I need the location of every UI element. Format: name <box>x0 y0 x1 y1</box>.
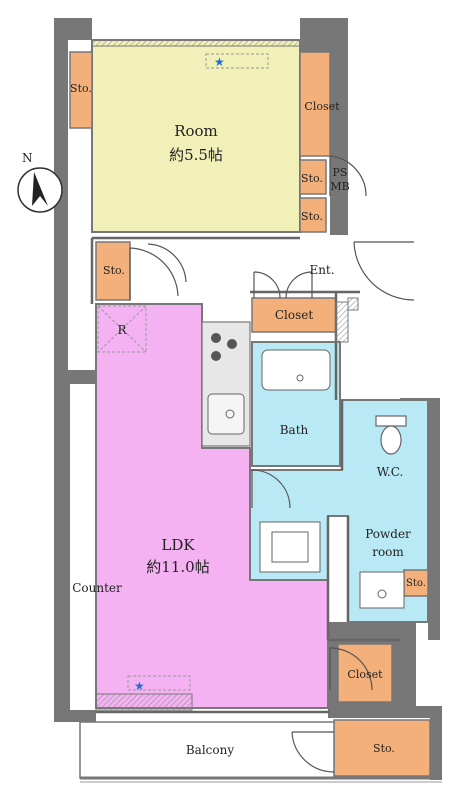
counter-label: Counter <box>72 581 122 595</box>
storage-closet-entrance <box>251 297 337 333</box>
wall-top-left <box>54 18 92 128</box>
mb-label: MB <box>330 180 349 193</box>
entrance-label: Ent. <box>309 263 334 277</box>
refrigerator-label: R <box>117 323 127 337</box>
wall-bottom-left <box>54 636 96 722</box>
refrigerator-space <box>97 305 147 353</box>
room-bedroom <box>91 39 301 233</box>
sto-ps-1-label: Sto. <box>301 172 323 185</box>
bathtub <box>261 349 331 391</box>
storage-balcony <box>333 719 431 777</box>
stove-burner <box>227 339 237 349</box>
wall-top-right <box>300 18 348 235</box>
storage-room-left <box>69 51 93 129</box>
stove-burner <box>211 351 221 361</box>
compass <box>17 167 63 213</box>
star-icon: ★ <box>214 55 225 69</box>
door-swings <box>129 155 415 773</box>
wall-left-lower <box>54 370 96 636</box>
room-name-label: Room <box>174 122 218 140</box>
ldk-name-label: LDK <box>161 536 195 554</box>
sto-ps-2-label: Sto. <box>301 210 323 223</box>
room-area-label: 約5.5帖 <box>169 146 223 164</box>
sto-room-left-label: Sto. <box>70 82 92 95</box>
closet-entrance-label: Closet <box>275 308 314 322</box>
closet-room-label: Closet <box>304 100 340 113</box>
stove-burner <box>211 333 221 343</box>
compass-arrow-icon <box>32 172 48 206</box>
washer-pan <box>259 521 321 573</box>
sto-balcony-label: Sto. <box>373 742 395 755</box>
labels: N Room 約5.5帖 LDK 約11.0帖 Bath W.C. Powder… <box>22 82 426 757</box>
balcony <box>79 721 442 783</box>
powder-room-label-1: Powder <box>365 527 411 541</box>
hatched-walls <box>91 39 359 711</box>
compass-label: N <box>22 151 33 165</box>
star-icon: ★ <box>134 679 145 693</box>
storage-sto-ps-1 <box>299 159 327 195</box>
toilet <box>375 415 407 455</box>
wall-left-upper <box>54 128 68 370</box>
sto-powder-label: Sto. <box>406 578 426 589</box>
wall-right-wc <box>400 398 440 640</box>
ps-label: PS <box>333 166 348 179</box>
sto-hall-label: Sto. <box>103 264 125 277</box>
bath-label: Bath <box>280 423 309 437</box>
kitchen <box>201 321 251 447</box>
ldk-area-label: 約11.0帖 <box>146 558 209 576</box>
storage-powder <box>403 569 429 597</box>
balcony-label: Balcony <box>186 743 234 757</box>
storage-closet-bottom <box>337 643 393 703</box>
storage-closet-room <box>299 51 331 157</box>
storage-sto-ps-2 <box>299 197 327 233</box>
powder-room-label-2: room <box>372 545 404 559</box>
closet-bottom-label: Closet <box>347 668 383 681</box>
wc-label: W.C. <box>377 465 404 479</box>
